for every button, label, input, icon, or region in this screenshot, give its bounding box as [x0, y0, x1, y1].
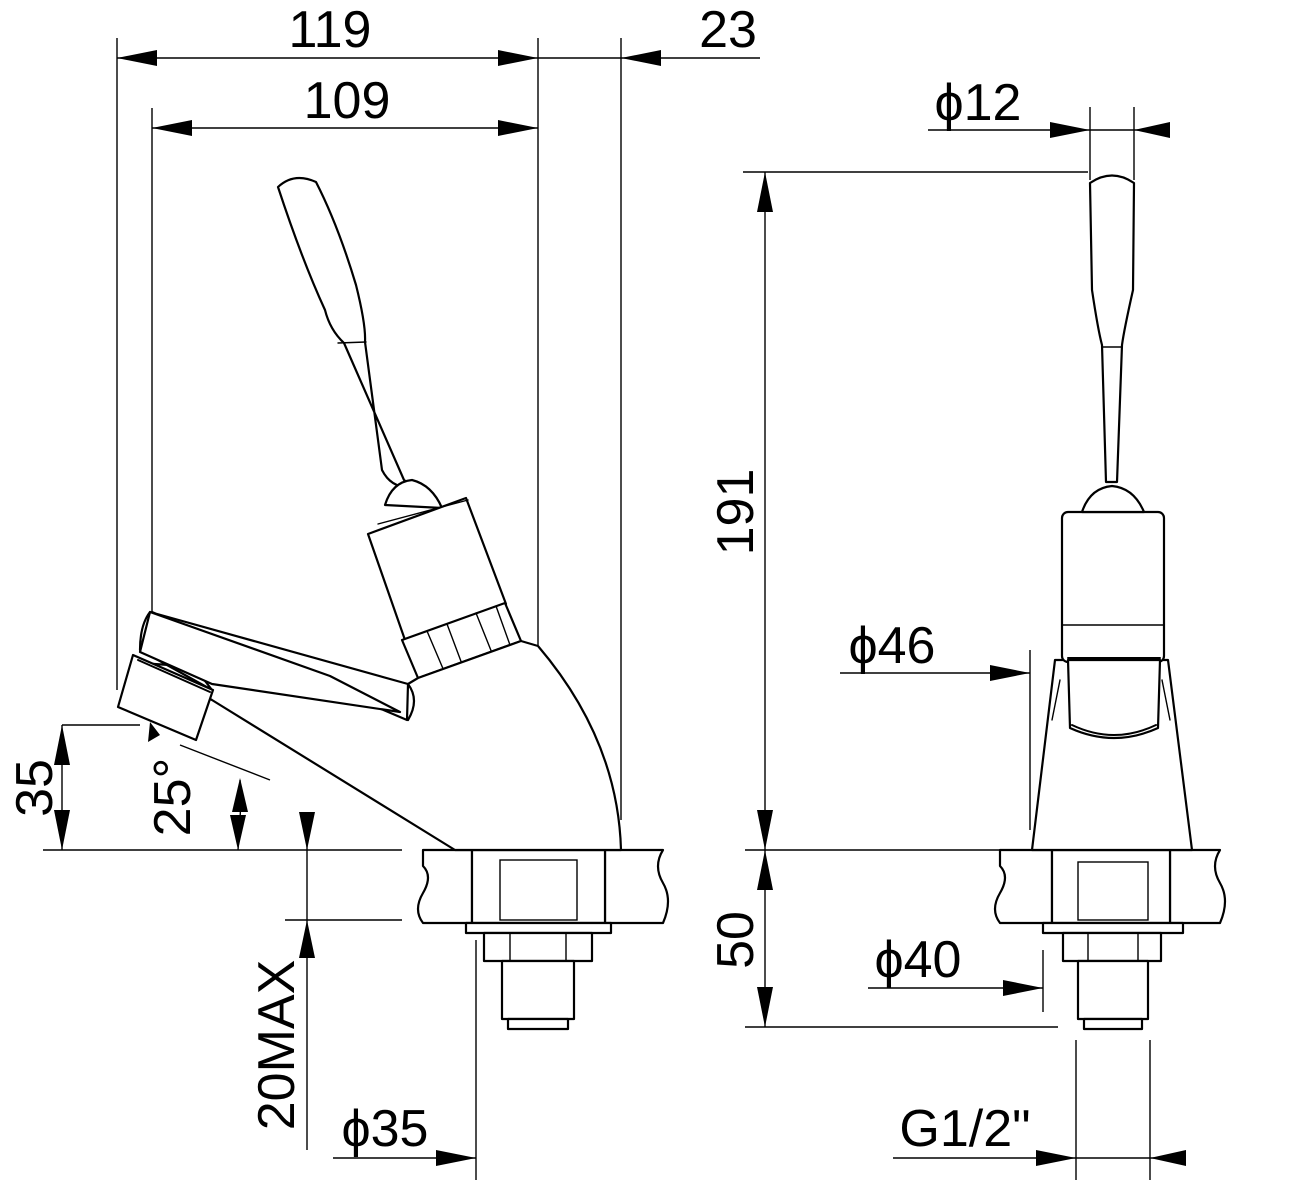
- label-spout-angle: 25°: [144, 758, 202, 837]
- threaded-stub: [500, 959, 576, 1021]
- front-outlet: [1066, 658, 1162, 740]
- label-flange-diameter: ϕ40: [875, 931, 962, 989]
- front-threaded-stub-end: [1082, 1017, 1144, 1031]
- front-countertop-left: [993, 848, 1054, 925]
- hex-ring-facet-4: [495, 605, 511, 646]
- label-shank-length: 50: [707, 911, 765, 969]
- front-shank-inner: [1077, 861, 1149, 921]
- front-lever-collar: [1080, 484, 1146, 514]
- side-view: [116, 176, 670, 1031]
- front-lever: [1088, 174, 1136, 484]
- countertop-section-right: [603, 848, 670, 925]
- lever-joint: [337, 341, 367, 344]
- mounting-washer: [464, 921, 613, 935]
- front-shank-tube: [1050, 848, 1172, 925]
- countertop-section-left: [416, 848, 474, 925]
- lever-collar: [383, 478, 444, 510]
- label-deck-thickness: 20MAX: [248, 960, 306, 1131]
- hex-ring-facet-3: [475, 612, 493, 654]
- front-aerator: [1071, 724, 1157, 736]
- front-threaded-stub: [1076, 959, 1150, 1021]
- shank-tube: [470, 848, 607, 925]
- lever-arm: [276, 176, 417, 489]
- front-base-edge-left: [1051, 679, 1061, 721]
- label-spout-height: 35: [6, 759, 64, 817]
- mounting-nut: [482, 931, 594, 963]
- faucet-body: [138, 639, 623, 852]
- front-base-edge-right: [1161, 679, 1171, 721]
- label-spout-reach: 109: [304, 72, 391, 130]
- threaded-stub-end: [506, 1017, 570, 1031]
- label-body-diameter: ϕ46: [849, 617, 936, 675]
- front-countertop-right: [1168, 848, 1227, 925]
- valve-cap-edge: [377, 499, 469, 525]
- label-rear-offset: 23: [699, 1, 757, 59]
- label-thread: G1/2": [899, 1100, 1030, 1158]
- shank-inner: [499, 859, 578, 921]
- front-view: [993, 174, 1227, 1031]
- spout-outlet-ring: [137, 659, 211, 693]
- spout-top: [138, 610, 402, 714]
- spout-outlet: [116, 653, 215, 742]
- front-mounting-washer: [1041, 921, 1185, 935]
- front-mounting-nut: [1061, 931, 1163, 963]
- label-overall-reach: 119: [289, 1, 372, 59]
- label-base-diameter: ϕ35: [342, 1100, 429, 1158]
- dimensions: [43, 38, 1186, 1180]
- front-body-cylinder: [1060, 510, 1166, 664]
- hex-ring-facet-1: [426, 630, 445, 672]
- label-total-height: 191: [707, 469, 765, 556]
- dimension-labels: 119 23 109 ϕ12 ϕ46 ϕ40 ϕ35 G1/2" 191 50 …: [6, 1, 1031, 1158]
- hex-ring-facet-2: [446, 623, 463, 665]
- label-lever-diameter: ϕ12: [935, 74, 1022, 132]
